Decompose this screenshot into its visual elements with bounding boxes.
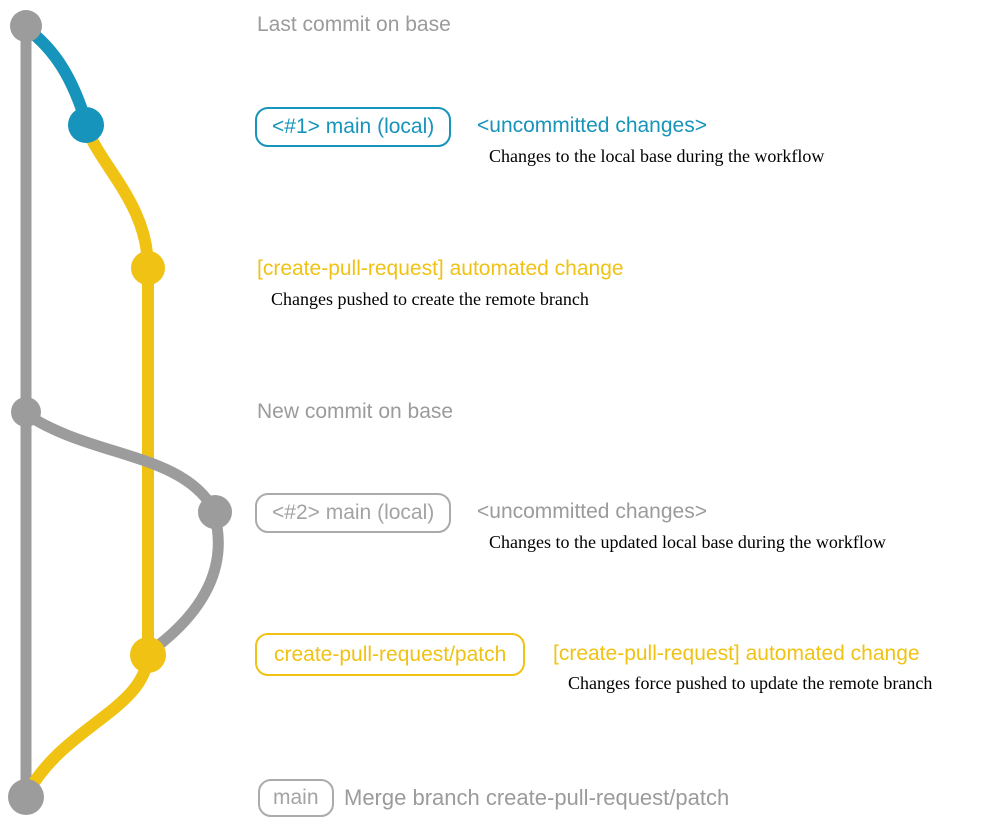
branch-badge-main-local-2: <#2> main (local): [255, 493, 452, 533]
patch-merge-curve: [21, 650, 154, 800]
commit-dot-local-main-2: [198, 495, 232, 529]
merge-commit-label: Merge branch create-pull-request/patch: [344, 785, 730, 810]
commit-dot-merge: [8, 779, 44, 815]
updated-local-main-curve-out: [20, 408, 220, 516]
commit-dot-last-base: [10, 10, 42, 42]
commit-dot-automated-change-1: [131, 251, 165, 285]
commit-dot-automated-change-2: [130, 637, 166, 673]
commit-dot-local-main-1: [68, 107, 104, 143]
branch-badge-main: main: [258, 779, 334, 817]
last-commit-label: Last commit on base: [257, 13, 451, 36]
caption-changes-force-pushed: Changes force pushed to update the remot…: [568, 673, 933, 693]
caption-updated-local-base-changes: Changes to the updated local base during…: [489, 532, 886, 552]
branch-badge-create-pull-request-patch: create-pull-request/patch: [255, 633, 526, 676]
updated-local-main-curve-in: [145, 507, 224, 657]
commit-message-automated-change-1: [create-pull-request] automated change: [257, 257, 624, 280]
commit-dot-new-base: [11, 397, 41, 427]
git-graph: [8, 10, 232, 815]
local-main-branch-curve: [20, 22, 92, 128]
commit-message-automated-change-2: [create-pull-request] automated change: [553, 642, 920, 665]
new-commit-label: New commit on base: [257, 400, 454, 423]
caption-changes-pushed: Changes pushed to create the remote bran…: [271, 289, 589, 309]
caption-local-base-changes: Changes to the local base during the wor…: [489, 146, 825, 166]
uncommitted-changes-status-2: <uncommitted changes>: [477, 500, 707, 523]
uncommitted-changes-status-1: <uncommitted changes>: [477, 114, 707, 137]
create-pull-request-branch-line: [80, 121, 154, 661]
branch-badge-main-local-1: <#1> main (local): [255, 107, 452, 147]
